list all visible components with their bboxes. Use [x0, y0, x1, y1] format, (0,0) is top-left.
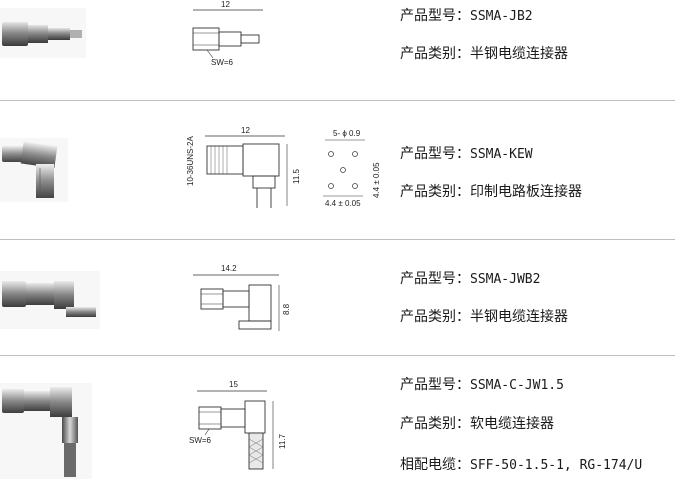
category-value: 半钢电缆连接器 [470, 46, 568, 62]
model-value: SSMA-JB2 [470, 9, 533, 24]
wrench-size-label: SW=6 [211, 58, 234, 67]
pitch-horizontal-label: 4.4 ± 0.05 [325, 199, 361, 208]
product-row-ssma-jwb2: 14.2 8.8 产品型号：SSMA-JWB2 产品类别：半钢电缆连接器 [0, 239, 675, 355]
dimension-drawing: 14.2 8.8 [183, 259, 293, 345]
connector-photo [0, 8, 86, 58]
pitch-vertical-label: 4.4 ± 0.05 [372, 162, 381, 198]
wrench-size-label: SW=6 [189, 436, 212, 445]
model-label: 产品型号： [400, 8, 470, 24]
product-info: 产品型号：SSMA-C-JW1.5 产品类别：软电缆连接器 相配电缆：SFF-5… [400, 377, 670, 477]
connector-photo [0, 271, 100, 329]
category-value: 软电缆连接器 [470, 416, 554, 432]
dim-width-label: 15 [229, 380, 238, 389]
cable-value: SFF-50-1.5-1, RG-174/U [470, 458, 643, 473]
connector-photo [0, 383, 92, 479]
model-label: 产品型号： [400, 377, 470, 393]
connector-photo [0, 138, 68, 202]
dim-width-label: 12 [241, 126, 250, 135]
dimension-drawing: 10-36UNS-2A 12 11.5 5- ϕ 0.9 4.4 ± 0.05 [183, 126, 389, 218]
category-label: 产品类别： [400, 46, 470, 62]
dimension-drawing: 12 SW=6 [183, 0, 275, 70]
cable-label: 相配电缆： [400, 457, 470, 473]
holes-spec-label: 5- ϕ 0.9 [333, 129, 361, 138]
model-value: SSMA-KEW [470, 147, 533, 162]
model-label: 产品型号： [400, 146, 470, 162]
dim-height-label: 11.5 [292, 168, 301, 184]
category-label: 产品类别： [400, 184, 470, 200]
model-value: SSMA-C-JW1.5 [470, 378, 564, 393]
model-label: 产品型号： [400, 271, 470, 287]
product-row-ssma-c-jw1-5: 15 SW=6 11.7 产品型号：SSMA-C-JW1.5 产品类别：软电缆连… [0, 355, 675, 482]
product-info: 产品型号：SSMA-JB2 产品类别：半钢电缆连接器 [400, 8, 670, 68]
dim-width-label: 14.2 [221, 264, 237, 273]
thread-spec-label: 10-36UNS-2A [186, 136, 195, 186]
product-info: 产品型号：SSMA-JWB2 产品类别：半钢电缆连接器 [400, 271, 670, 331]
model-value: SSMA-JWB2 [470, 272, 541, 287]
category-label: 产品类别： [400, 416, 470, 432]
product-row-ssma-kew: 10-36UNS-2A 12 11.5 5- ϕ 0.9 4.4 ± 0.05 [0, 100, 675, 239]
dim-height-label: 8.8 [282, 303, 291, 315]
category-label: 产品类别： [400, 309, 470, 325]
product-row-ssma-jb2: 12 SW=6 产品型号：SSMA-JB2 产品类别：半钢电缆连接器 [0, 0, 675, 100]
row-separator [0, 239, 675, 240]
category-value: 半钢电缆连接器 [470, 309, 568, 325]
row-separator [0, 100, 675, 101]
dimension-drawing: 15 SW=6 11.7 [183, 377, 293, 477]
category-value: 印制电路板连接器 [470, 184, 582, 200]
dim-width-label: 12 [221, 0, 230, 9]
dim-height-label: 11.7 [278, 433, 287, 449]
row-separator [0, 355, 675, 356]
product-info: 产品型号：SSMA-KEW 产品类别：印制电路板连接器 [400, 146, 670, 206]
